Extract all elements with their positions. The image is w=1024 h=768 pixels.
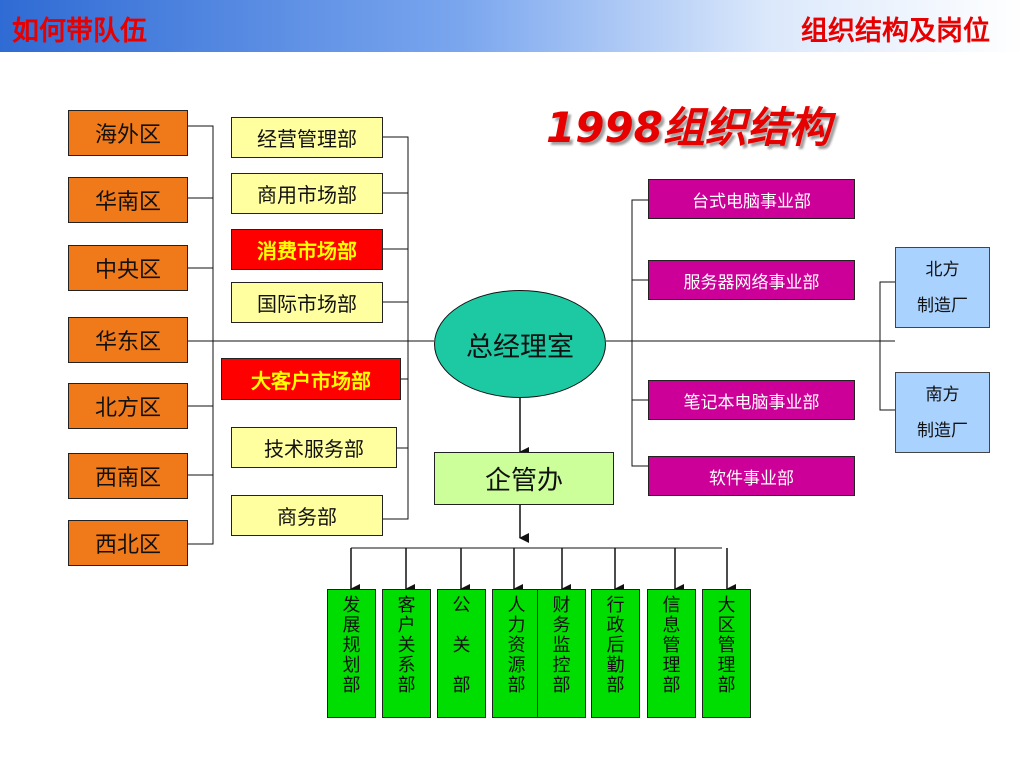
factory-type: 制造厂	[917, 295, 968, 316]
char: 管	[662, 635, 681, 656]
char: 管	[717, 635, 736, 656]
char: 人	[507, 595, 526, 616]
factory-name: 北方	[925, 259, 960, 280]
business-unit-box: 笔记本电脑事业部	[648, 380, 855, 420]
region-box: 华东区	[68, 317, 188, 363]
char: 勤	[606, 655, 625, 676]
char: 理	[662, 655, 681, 676]
char: 政	[606, 615, 625, 636]
char: 公	[452, 595, 471, 616]
char: 客	[397, 595, 416, 616]
char: 控	[552, 655, 571, 676]
sub-department-box: 公关部	[437, 589, 486, 718]
department-box-highlighted: 大客户市场部	[221, 358, 401, 400]
header-left-title: 如何带队伍	[12, 16, 147, 47]
department-box: 技术服务部	[231, 427, 397, 468]
sub-department-box: 人力资源部	[492, 589, 541, 718]
char: 部	[452, 675, 471, 696]
region-box: 海外区	[68, 110, 188, 156]
department-box: 商务部	[231, 495, 383, 536]
business-unit-box: 软件事业部	[648, 456, 855, 496]
char: 理	[717, 655, 736, 676]
char: 部	[662, 675, 681, 696]
char: 部	[342, 675, 361, 696]
diagram-title: 1998组织结构	[546, 103, 831, 152]
region-box: 中央区	[68, 245, 188, 291]
header-right-title: 组织结构及岗位	[801, 16, 990, 47]
department-box-highlighted: 消费市场部	[231, 229, 383, 270]
general-manager-office: 总经理室	[434, 290, 606, 398]
department-box: 国际市场部	[231, 282, 383, 323]
char: 财	[552, 595, 571, 616]
char: 源	[507, 655, 526, 676]
business-unit-box: 台式电脑事业部	[648, 179, 855, 219]
char: 务	[552, 615, 571, 636]
sub-department-box: 信息管理部	[647, 589, 696, 718]
char: 区	[717, 615, 736, 636]
business-unit-box: 服务器网络事业部	[648, 260, 855, 300]
char: 规	[342, 635, 361, 656]
char: 大	[717, 595, 736, 616]
department-box: 经营管理部	[231, 117, 383, 158]
char: 户	[397, 615, 416, 636]
char: 力	[507, 615, 526, 636]
factory-box: 南方 制造厂	[895, 372, 990, 453]
char: 行	[606, 595, 625, 616]
char: 部	[507, 675, 526, 696]
char: 部	[552, 675, 571, 696]
char: 发	[342, 595, 361, 616]
char: 后	[606, 635, 625, 656]
char: 息	[662, 615, 681, 636]
char: 部	[717, 675, 736, 696]
char: 划	[342, 655, 361, 676]
sub-department-box: 财务监控部	[537, 589, 586, 718]
char: 关	[397, 635, 416, 656]
char: 部	[397, 675, 416, 696]
factory-box: 北方 制造厂	[895, 247, 990, 328]
sub-department-box: 发展规划部	[327, 589, 376, 718]
region-box: 西北区	[68, 520, 188, 566]
char: 信	[662, 595, 681, 616]
factory-name: 南方	[925, 384, 960, 405]
factory-type: 制造厂	[917, 420, 968, 441]
department-box: 商用市场部	[231, 173, 383, 214]
char: 展	[342, 615, 361, 636]
char: 关	[452, 635, 471, 656]
char: 资	[507, 635, 526, 656]
char: 系	[397, 655, 416, 676]
char: 部	[606, 675, 625, 696]
sub-department-box: 大区管理部	[702, 589, 751, 718]
sub-department-box: 行政后勤部	[591, 589, 640, 718]
region-box: 北方区	[68, 383, 188, 429]
char: 监	[552, 635, 571, 656]
region-box: 西南区	[68, 453, 188, 499]
sub-department-box: 客户关系部	[382, 589, 431, 718]
region-box: 华南区	[68, 177, 188, 223]
header-bar: 如何带队伍 组织结构及岗位	[0, 0, 1024, 52]
enterprise-management-office: 企管办	[434, 452, 614, 505]
